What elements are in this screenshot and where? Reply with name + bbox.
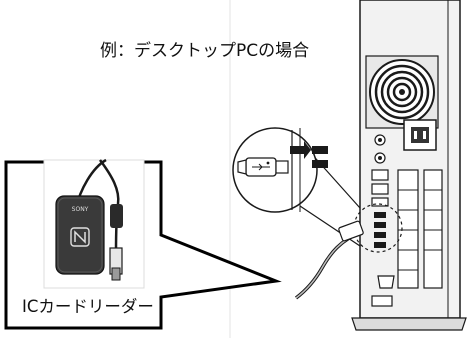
- reader-brand-text: SONY: [72, 206, 89, 213]
- reader-label: ICカードリーダー: [22, 297, 154, 316]
- power-inlet-icon: [403, 119, 437, 151]
- caption: 例：デスクトップPCの場合: [100, 41, 310, 61]
- fan-grille-icon: [365, 55, 439, 129]
- ic-card-reader-icon: SONY: [55, 158, 123, 281]
- ferrite-core: [110, 204, 123, 228]
- usb-cable: [294, 230, 363, 300]
- insert-arrow-icon: [290, 141, 311, 159]
- usb-plug-icon: [237, 157, 289, 177]
- usb-port-icon: [312, 146, 328, 168]
- nfc-mark-icon: [70, 227, 90, 247]
- io-panel-icon: [371, 134, 443, 307]
- desktop-pc-tower-icon: [351, 0, 467, 331]
- magnifier-bubble: [232, 127, 328, 213]
- tower-usb-plug-icon: [338, 220, 364, 242]
